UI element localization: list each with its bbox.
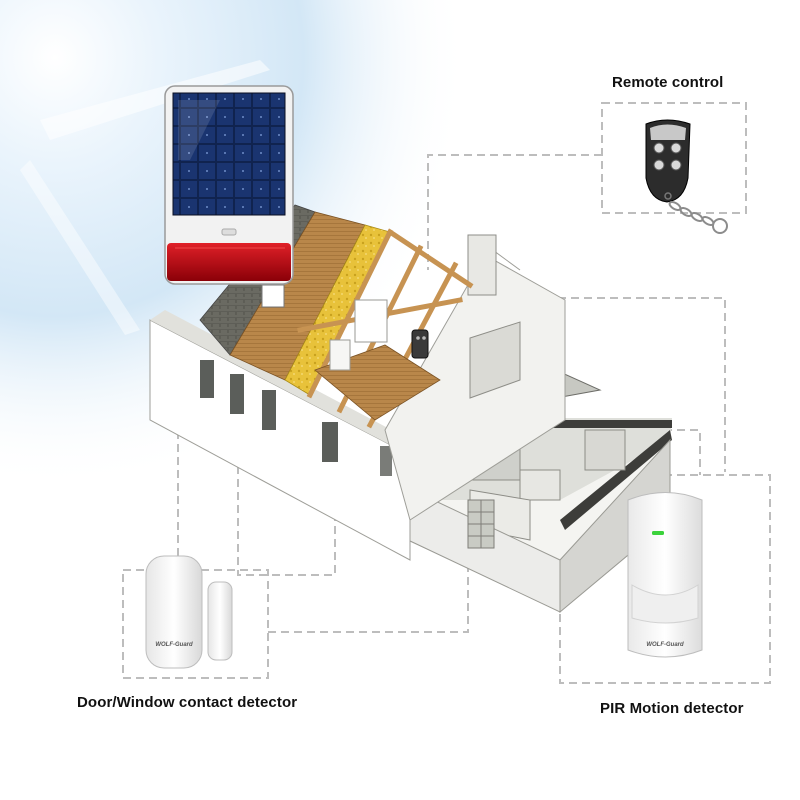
pir-detector-icon: WOLF-Guard	[627, 492, 703, 658]
door-window-sensor-icon: WOLF-Guard	[145, 555, 233, 669]
remote-control-label: Remote control	[612, 74, 724, 91]
remote-control-frame	[601, 102, 747, 214]
remote-control-icon	[645, 119, 728, 234]
door-window-label: Door/Window contact detector	[77, 694, 298, 711]
connector-remote-house	[427, 154, 602, 270]
connector-door-house-c	[268, 540, 469, 633]
pir-brand: WOLF-Guard	[646, 642, 684, 648]
solar-siren-icon	[164, 85, 294, 285]
pir-motion-label: PIR Motion detector	[600, 700, 744, 717]
door-sensor-brand: WOLF-Guard	[155, 642, 193, 648]
